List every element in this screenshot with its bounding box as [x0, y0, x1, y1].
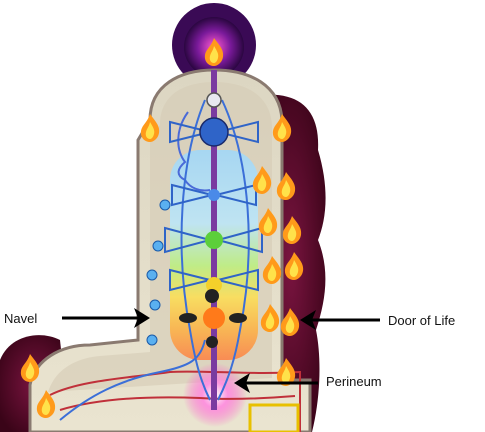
throat-chakra-icon: [208, 189, 220, 201]
third-eye-chakra-icon: [200, 118, 228, 146]
dantian-yin-icon: [205, 289, 219, 303]
navel-arrow-icon: [62, 308, 150, 328]
door-of-life-arrow-icon: [300, 310, 380, 330]
door-of-life-label: Door of Life: [388, 313, 455, 328]
navel-eye-right-icon: [229, 313, 247, 323]
navel-eye-left-icon: [179, 313, 197, 323]
perineum-label: Perineum: [326, 374, 382, 389]
root-yin-icon: [206, 336, 218, 348]
heart-chakra-icon: [205, 231, 223, 249]
sacral-chakra-icon: [203, 307, 225, 329]
crown-chakra-icon: [207, 93, 221, 107]
navel-label: Navel: [4, 311, 37, 326]
